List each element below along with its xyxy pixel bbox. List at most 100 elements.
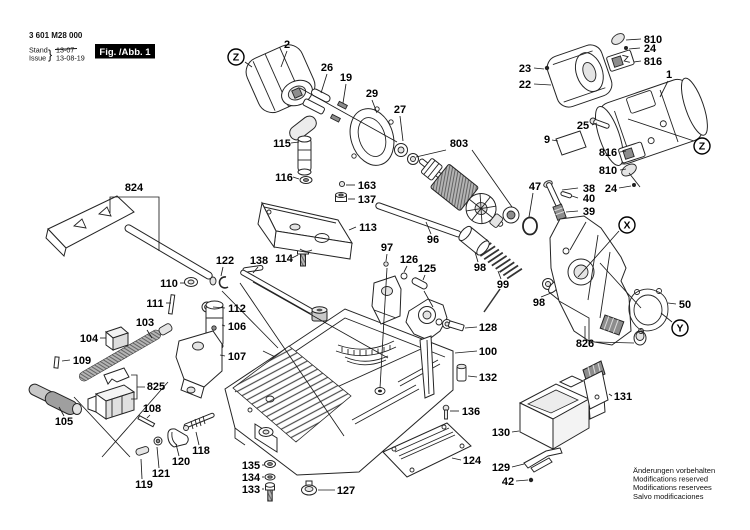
strikethrough bbox=[54, 48, 78, 50]
part-label-138: 138 bbox=[250, 255, 268, 267]
title-block: 3 601 M28 000 Stand Issue } 13-07 13-08-… bbox=[29, 31, 155, 63]
label-bracket bbox=[595, 341, 635, 344]
leader-line bbox=[342, 83, 347, 104]
part-label-103: 103 bbox=[136, 317, 154, 329]
part-screw-23 bbox=[544, 65, 550, 71]
part-label-39: 39 bbox=[583, 206, 595, 218]
construction-line bbox=[299, 87, 398, 143]
part-clip-129 bbox=[523, 447, 563, 473]
leader-lines bbox=[58, 38, 677, 491]
part-label-129: 129 bbox=[492, 462, 510, 474]
part-screw-136 bbox=[442, 404, 450, 420]
part-clamp-lever-115 bbox=[289, 115, 317, 176]
part-ferrule-119 bbox=[135, 446, 150, 456]
note-de: Änderungen vorbehalten bbox=[633, 466, 715, 475]
part-armature-803 bbox=[418, 158, 538, 236]
part-label-104: 104 bbox=[80, 333, 99, 345]
part-screw-42 bbox=[528, 477, 534, 483]
construction-line bbox=[239, 282, 345, 437]
footer-notes: Änderungen vorbehalten Modifications res… bbox=[633, 466, 715, 501]
part-label-107: 107 bbox=[228, 351, 246, 363]
view-marker-Y: Y bbox=[676, 323, 683, 335]
leader-line bbox=[618, 185, 632, 189]
part-ball-163 bbox=[338, 180, 346, 188]
part-label-130: 130 bbox=[492, 427, 510, 439]
leader-line bbox=[252, 266, 259, 274]
part-motor-arm bbox=[405, 298, 448, 399]
part-label-100: 100 bbox=[479, 346, 497, 358]
leader-line bbox=[467, 375, 478, 378]
part-label-824: 824 bbox=[125, 182, 144, 194]
part-label-114: 114 bbox=[275, 253, 294, 265]
note-en: Modifications reserved bbox=[633, 475, 708, 484]
part-label-826: 826 bbox=[576, 338, 594, 350]
note-fr: Modifications reservees bbox=[633, 483, 712, 492]
part-label-825: 825 bbox=[147, 381, 165, 393]
leader-line bbox=[551, 139, 559, 142]
leader-line bbox=[422, 274, 426, 281]
issue-value: 13-08-19 bbox=[56, 54, 85, 63]
marker-leader bbox=[660, 312, 673, 323]
construction-line bbox=[252, 281, 389, 359]
view-marker-Z: Z bbox=[233, 52, 240, 64]
leader-line bbox=[175, 443, 180, 457]
view-marker-Z: Z bbox=[699, 141, 706, 153]
leader-line bbox=[464, 326, 478, 329]
part-label-803: 803 bbox=[450, 138, 468, 150]
part-rod-96 bbox=[375, 202, 462, 238]
leader-line bbox=[61, 359, 71, 362]
part-label-98: 98 bbox=[474, 262, 486, 274]
note-es: Salvo modificaciones bbox=[633, 492, 704, 501]
part-label-47: 47 bbox=[529, 181, 541, 193]
part-label-124: 124 bbox=[463, 455, 482, 467]
brace: } bbox=[48, 48, 52, 62]
stand-label: Stand bbox=[29, 46, 48, 55]
part-label-132: 132 bbox=[479, 372, 497, 384]
part-label-122: 122 bbox=[216, 255, 234, 267]
part-guard-bracket-113 bbox=[257, 201, 353, 260]
part-label-25: 25 bbox=[577, 120, 589, 132]
part-pins-26-19 bbox=[302, 88, 348, 123]
leader-line bbox=[454, 350, 478, 354]
part-label-113: 113 bbox=[359, 222, 377, 234]
label-bracket bbox=[131, 374, 145, 388]
part-foot-127 bbox=[301, 480, 317, 496]
construction-line bbox=[101, 381, 169, 458]
part-label-22: 22 bbox=[519, 79, 531, 91]
part-bracket-825 bbox=[87, 367, 136, 420]
part-label-24: 24 bbox=[605, 183, 618, 195]
part-label-816: 816 bbox=[599, 147, 617, 159]
part-threaded-rod-103 bbox=[79, 323, 173, 382]
part-nut-137 bbox=[335, 192, 347, 202]
leader-line bbox=[540, 292, 552, 298]
leader-line bbox=[565, 210, 579, 213]
marker-leader bbox=[627, 118, 695, 142]
leader-line bbox=[385, 253, 388, 262]
leader-line bbox=[533, 67, 545, 70]
label-bracket bbox=[109, 196, 160, 251]
part-label-133: 133 bbox=[242, 484, 260, 496]
construction-line bbox=[221, 290, 279, 349]
construction-line bbox=[599, 262, 642, 309]
part-label-40: 40 bbox=[583, 193, 595, 205]
part-fence-824 bbox=[45, 195, 217, 286]
part-plate-9 bbox=[555, 130, 587, 156]
leader-line bbox=[58, 406, 65, 417]
leader-line bbox=[497, 270, 502, 280]
leader-line bbox=[290, 141, 300, 144]
leader-line bbox=[515, 479, 529, 482]
part-wear-plate-124 bbox=[382, 422, 472, 478]
view-marker-circle-X bbox=[618, 216, 636, 234]
part-hex-key-138 bbox=[240, 264, 314, 314]
part-screw-25 bbox=[589, 117, 610, 129]
part-label-24: 24 bbox=[644, 43, 657, 55]
part-block-104 bbox=[105, 326, 129, 351]
construction-line bbox=[423, 290, 434, 308]
leader-line bbox=[280, 50, 288, 68]
part-label-96: 96 bbox=[427, 234, 439, 246]
part-label-128: 128 bbox=[479, 322, 497, 334]
leader-line bbox=[533, 83, 552, 86]
leader-line bbox=[348, 226, 357, 231]
